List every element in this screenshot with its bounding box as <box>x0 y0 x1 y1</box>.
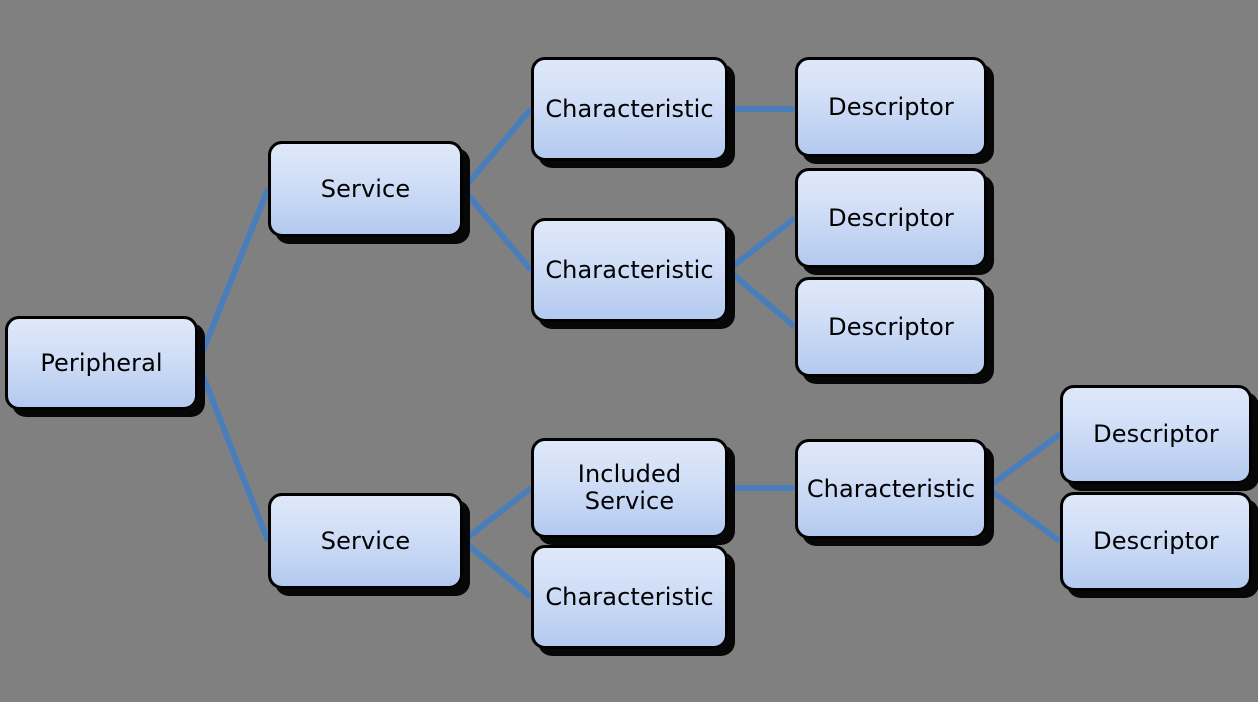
node-char-1[interactable]: Characteristic <box>531 57 728 161</box>
node-desc-1[interactable]: Descriptor <box>795 57 987 157</box>
node-desc-3[interactable]: Descriptor <box>795 277 987 377</box>
connector-char-4-to-desc-5 <box>985 485 1062 544</box>
node-service-top[interactable]: Service <box>268 141 463 237</box>
node-char-3[interactable]: Characteristic <box>531 545 728 649</box>
connector-peripheral-to-service-bottom <box>195 361 271 543</box>
node-service-bottom[interactable]: Service <box>268 493 463 589</box>
connector-char-2-to-desc-2 <box>726 215 797 273</box>
node-peripheral[interactable]: Peripheral <box>5 316 198 410</box>
node-char-2[interactable]: Characteristic <box>531 218 728 322</box>
connector-service-bottom-to-char-3 <box>461 538 533 600</box>
connector-service-top-to-char-2 <box>460 187 534 272</box>
connector-peripheral-to-service-top <box>195 187 271 365</box>
node-desc-5[interactable]: Descriptor <box>1060 492 1252 591</box>
connector-service-top-to-char-1 <box>460 107 534 191</box>
connector-char-2-to-desc-3 <box>726 267 797 330</box>
connector-service-bottom-to-included-service <box>461 485 533 544</box>
node-desc-2[interactable]: Descriptor <box>795 168 987 268</box>
node-desc-4[interactable]: Descriptor <box>1060 385 1252 484</box>
node-char-4[interactable]: Characteristic <box>795 439 987 539</box>
connector-char-4-to-desc-4 <box>985 431 1062 491</box>
node-included-service[interactable]: Included Service <box>531 438 728 538</box>
